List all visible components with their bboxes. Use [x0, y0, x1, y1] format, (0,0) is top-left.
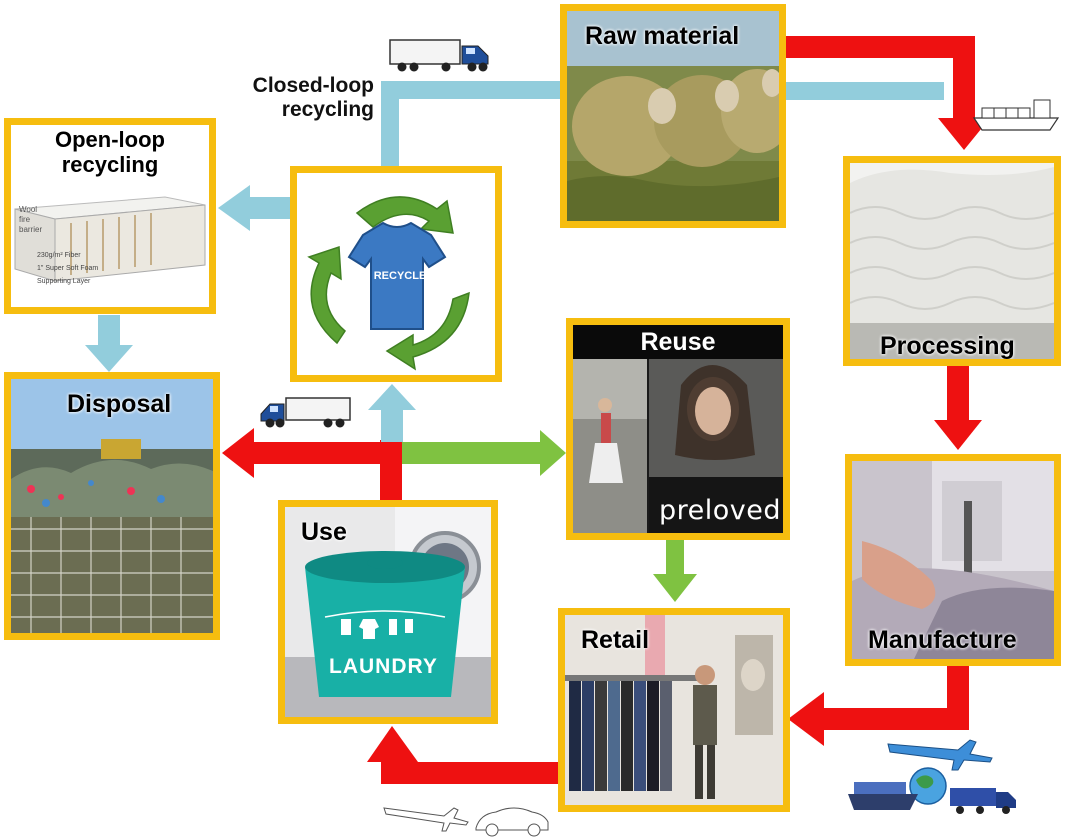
- reuse-label: Reuse: [640, 328, 716, 356]
- open-loop-recycling-node: Open-loop recycling Wool fire barrier 23…: [4, 118, 216, 314]
- open-loop-recycling-label: Open-loop recycling: [55, 127, 165, 177]
- arrow-use-to-disposal: [222, 428, 402, 502]
- global-transport-icon: [848, 739, 1016, 814]
- clothing-store-photo: [565, 615, 783, 805]
- disposal-node: Disposal: [4, 372, 220, 640]
- sewing-machine-photo: [852, 461, 1054, 659]
- mattress-image: [11, 125, 209, 307]
- raw-material-label: Raw material: [585, 22, 740, 50]
- preloved-text: preloved: [659, 495, 782, 526]
- mattress-layers-caption: 230g/m² Fiber 1" Super Soft Foam Support…: [37, 252, 99, 285]
- use-label: Use: [301, 518, 347, 546]
- retail-node: Retail: [558, 608, 790, 812]
- recycle-tshirt-text: RECYCLE: [373, 270, 427, 282]
- truck-icon: [389, 39, 489, 72]
- landfill-photo: [11, 379, 213, 633]
- arrow-reuse-to-retail: [653, 540, 697, 602]
- arrow-manufacture-to-retail: [788, 666, 969, 746]
- processing-node: Processing: [843, 156, 1061, 366]
- processing-label: Processing: [880, 332, 1015, 360]
- sheep-photo: [567, 11, 779, 221]
- laundry-basket-photo: [285, 507, 491, 717]
- retail-label: Retail: [581, 626, 650, 654]
- disposal-label: Disposal: [67, 390, 172, 418]
- mattress-caption: Wool fire barrier: [19, 205, 43, 234]
- recycle-tshirt-image: [297, 173, 495, 375]
- preloved-photo: [573, 325, 783, 533]
- arrow-open-loop-to-disposal: [85, 315, 133, 372]
- arrow-recycle-to-open-loop: [218, 185, 292, 231]
- arrow-closed-loop: [381, 81, 944, 168]
- wool-fiber-photo: [850, 163, 1054, 359]
- truck-icon: [260, 397, 351, 428]
- arrow-use-to-recycle: [368, 384, 416, 442]
- arrow-retail-to-use: [367, 726, 560, 784]
- cargo-ship-icon: [972, 99, 1060, 131]
- recycle-node: RECYCLE: [290, 166, 502, 382]
- manufacture-label: Manufacture: [868, 626, 1017, 654]
- raw-material-node: Raw material: [560, 4, 786, 228]
- reuse-label-bar: [573, 325, 783, 359]
- arrow-raw-to-processing: [780, 36, 990, 150]
- closed-loop-label: Closed-loop recycling: [252, 74, 374, 121]
- arrow-processing-to-manufacture: [934, 366, 982, 450]
- use-node: Use LAUNDRY: [278, 500, 498, 724]
- reuse-node: Reuse preloved: [566, 318, 790, 540]
- laundry-text: LAUNDRY: [329, 655, 438, 678]
- manufacture-node: Manufacture: [845, 454, 1061, 666]
- arrow-use-to-reuse: [396, 430, 566, 476]
- plane-car-sketch-icon: [383, 807, 549, 837]
